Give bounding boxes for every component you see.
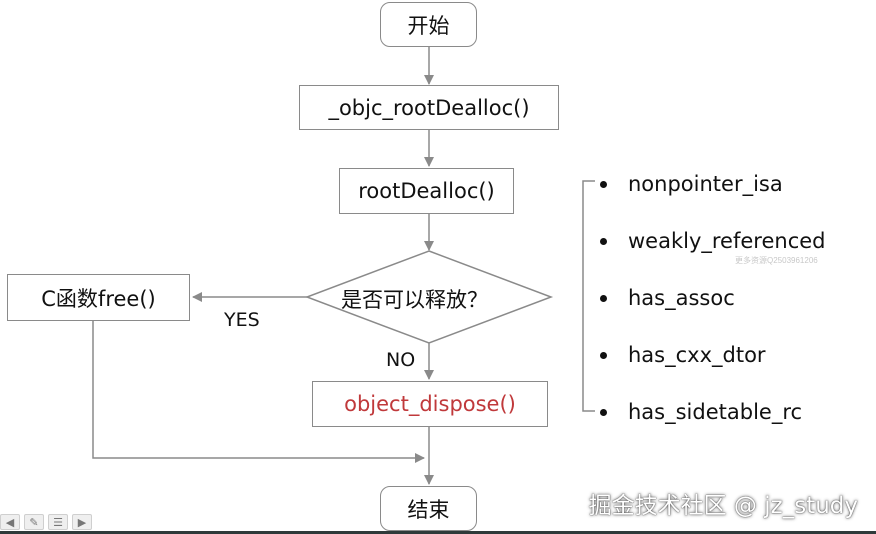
checklist-item: weakly_referenced [600, 221, 876, 261]
checklist-bracket [582, 180, 595, 412]
bullet-dot [600, 180, 607, 188]
juejin-watermark: 掘金技术社区 @ jz_study [588, 493, 858, 519]
bullet-dot [600, 237, 607, 245]
root-dealloc-node: rootDealloc() [339, 168, 514, 214]
no-edge-label: NO [386, 349, 416, 371]
objc-root-dealloc-node: _objc_rootDealloc() [299, 85, 559, 130]
checklist-item-label: has_sidetable_rc [628, 400, 803, 424]
yes-edge-label: YES [224, 309, 260, 331]
end-node: 结束 [380, 486, 477, 531]
checklist-item: has_assoc [600, 278, 876, 318]
bullet-dot [600, 294, 607, 302]
object-dispose-label: object_dispose() [344, 392, 516, 416]
bottom-border [0, 531, 876, 534]
bullet-dot [600, 351, 607, 359]
forward-arrow-icon[interactable]: ▶ [72, 514, 92, 530]
decision-diamond [304, 250, 554, 344]
slideshow-toolbar: ◀ ✎ ☰ ▶ [0, 514, 92, 530]
checklist-item-label: nonpointer_isa [628, 172, 783, 196]
start-node: 开始 [380, 2, 477, 47]
c-free-node: C函数free() [7, 274, 190, 321]
checklist-item-label: has_assoc [628, 286, 735, 310]
bullet-dot [600, 408, 607, 416]
list-icon[interactable]: ☰ [48, 514, 68, 530]
checklist-item: nonpointer_isa [600, 164, 876, 204]
checklist-item-label: has_cxx_dtor [628, 343, 766, 367]
object-dispose-node: object_dispose() [312, 381, 548, 427]
checklist-item-label: weakly_referenced [628, 229, 826, 253]
checklist-item: has_sidetable_rc [600, 392, 876, 432]
line-free-to-merge [92, 321, 425, 463]
pen-icon[interactable]: ✎ [24, 514, 44, 530]
checklist-item: has_cxx_dtor [600, 335, 876, 375]
resource-watermark: 更多资源Q2503961206 [735, 256, 818, 265]
decision-node-label: 是否可以释放？ [341, 288, 488, 312]
back-arrow-icon[interactable]: ◀ [0, 514, 20, 530]
